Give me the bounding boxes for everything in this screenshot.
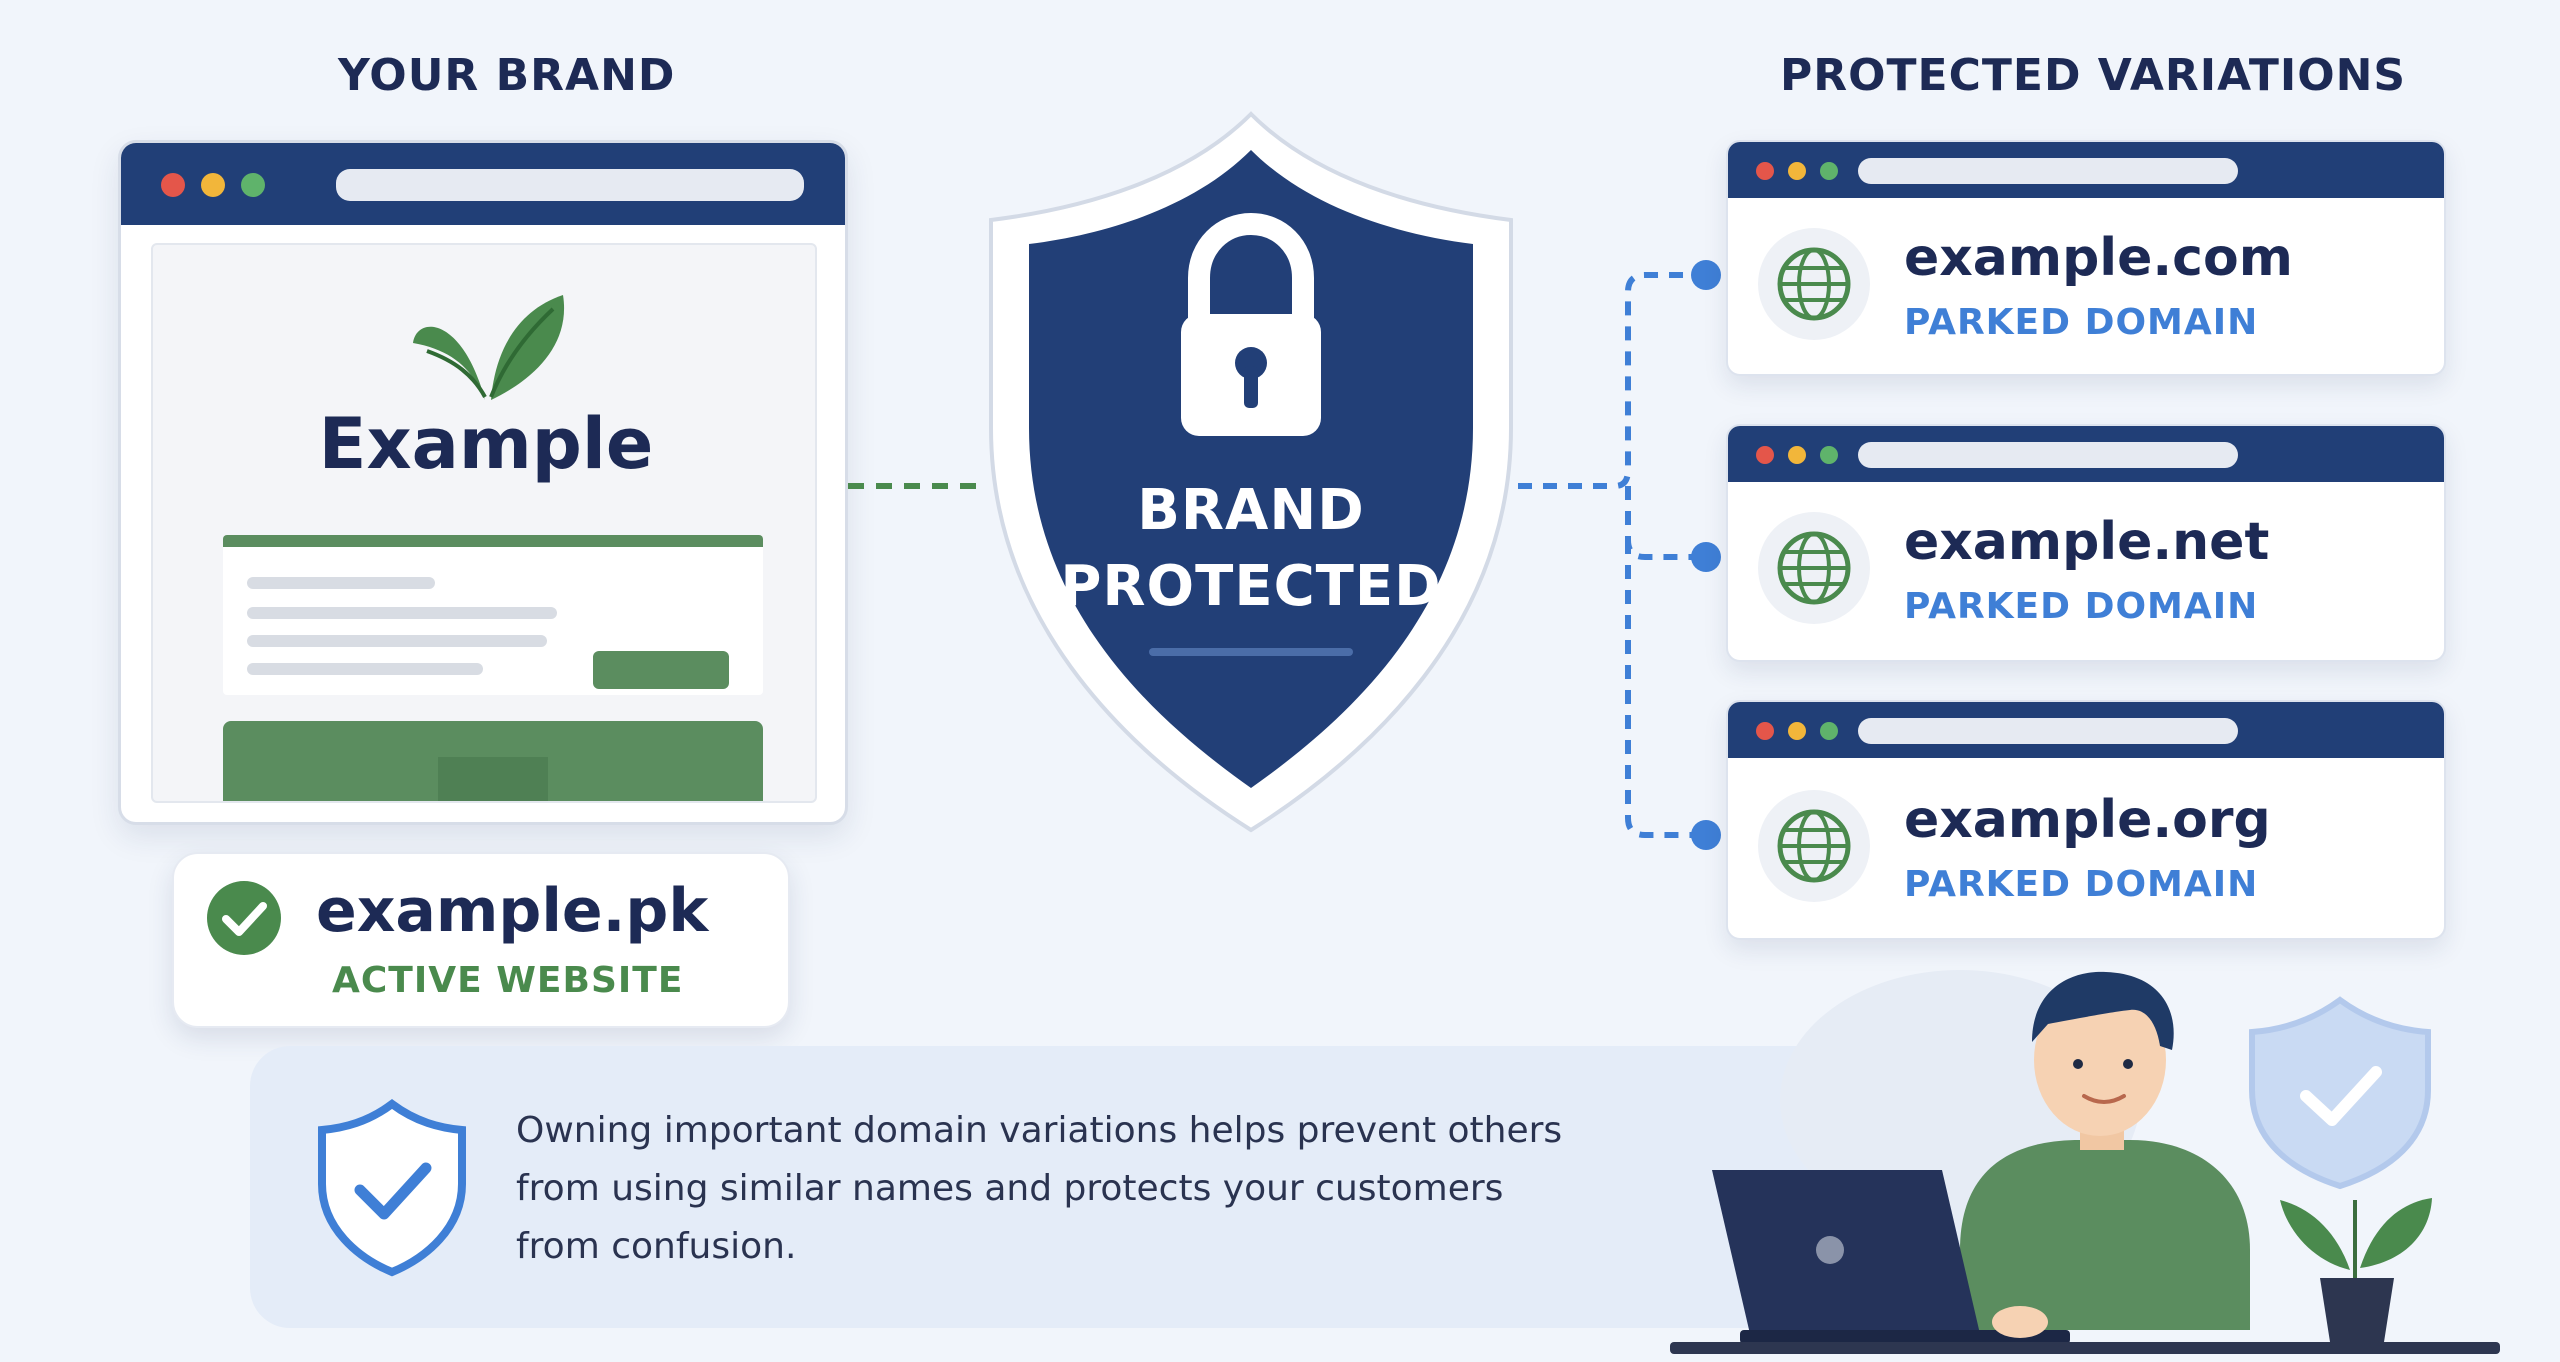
browser-title-bar xyxy=(1728,702,2444,758)
variation-domain: example.net xyxy=(1904,512,2270,572)
plant-icon xyxy=(2280,1198,2432,1342)
brand-website-browser: Example xyxy=(118,140,848,825)
shield-check-icon xyxy=(318,1099,466,1277)
variation-card-net: example.net PARKED DOMAIN xyxy=(1726,424,2446,662)
text-line xyxy=(247,577,435,589)
close-dot xyxy=(1756,722,1774,740)
globe-icon-wrap xyxy=(1758,512,1870,624)
globe-icon-wrap xyxy=(1758,790,1870,902)
maximize-dot xyxy=(241,173,265,197)
address-bar xyxy=(1858,442,2238,468)
website-page: Example xyxy=(151,243,817,803)
info-text-line3: from confusion. xyxy=(516,1226,797,1267)
text-line xyxy=(247,663,483,675)
variation-domain: example.org xyxy=(1904,790,2271,850)
connector-node xyxy=(1691,542,1721,572)
text-line xyxy=(247,635,547,647)
your-brand-heading: YOUR BRAND xyxy=(338,50,676,101)
variation-status: PARKED DOMAIN xyxy=(1904,864,2259,905)
close-dot xyxy=(1756,162,1774,180)
leaf-icon xyxy=(413,295,565,400)
protected-variations-heading: PROTECTED VARIATIONS xyxy=(1780,50,2407,101)
browser-title-bar xyxy=(1728,142,2444,198)
address-bar xyxy=(336,169,804,201)
minimize-dot xyxy=(201,173,225,197)
info-panel xyxy=(250,1046,1980,1328)
minimize-dot xyxy=(1788,162,1806,180)
variation-card-org: example.org PARKED DOMAIN xyxy=(1726,700,2446,940)
browser-title-bar xyxy=(1728,426,2444,482)
active-domain-name: example.pk xyxy=(316,876,709,946)
globe-icon xyxy=(1777,247,1851,321)
close-dot xyxy=(1756,446,1774,464)
info-text-line1: Owning important domain variations helps… xyxy=(516,1110,1563,1151)
content-card xyxy=(223,535,763,695)
cta-button xyxy=(593,651,729,689)
shield-label-line2: PROTECTED xyxy=(1060,554,1442,619)
globe-icon-wrap xyxy=(1758,228,1870,340)
address-bar xyxy=(1858,158,2238,184)
lock-icon xyxy=(1181,212,1321,436)
brand-protected-shield xyxy=(989,111,1513,833)
footer-block xyxy=(223,721,763,801)
active-domain-card: example.pk ACTIVE WEBSITE xyxy=(172,852,790,1028)
footer-shade xyxy=(438,757,548,801)
address-bar xyxy=(1858,718,2238,744)
text-line xyxy=(247,607,557,619)
browser-title-bar xyxy=(121,143,845,225)
connector-node xyxy=(1691,820,1721,850)
variation-status: PARKED DOMAIN xyxy=(1904,586,2259,627)
maximize-dot xyxy=(1820,446,1838,464)
maximize-dot xyxy=(1820,722,1838,740)
globe-icon xyxy=(1777,531,1851,605)
minimize-dot xyxy=(1788,722,1806,740)
shield-label-line1: BRAND xyxy=(1137,478,1365,543)
variation-status: PARKED DOMAIN xyxy=(1904,302,2259,343)
globe-icon xyxy=(1777,809,1851,883)
close-dot xyxy=(161,173,185,197)
variation-domain: example.com xyxy=(1904,228,2293,288)
active-domain-status: ACTIVE WEBSITE xyxy=(332,960,684,1001)
minimize-dot xyxy=(1788,446,1806,464)
connector-node xyxy=(1691,260,1721,290)
brand-logo-text: Example xyxy=(318,403,654,485)
person-laptop-illustration xyxy=(1670,970,2500,1354)
maximize-dot xyxy=(1820,162,1838,180)
info-text-line2: from using similar names and protects yo… xyxy=(516,1168,1504,1209)
check-circle-icon xyxy=(207,881,281,955)
variation-card-com: example.com PARKED DOMAIN xyxy=(1726,140,2446,376)
